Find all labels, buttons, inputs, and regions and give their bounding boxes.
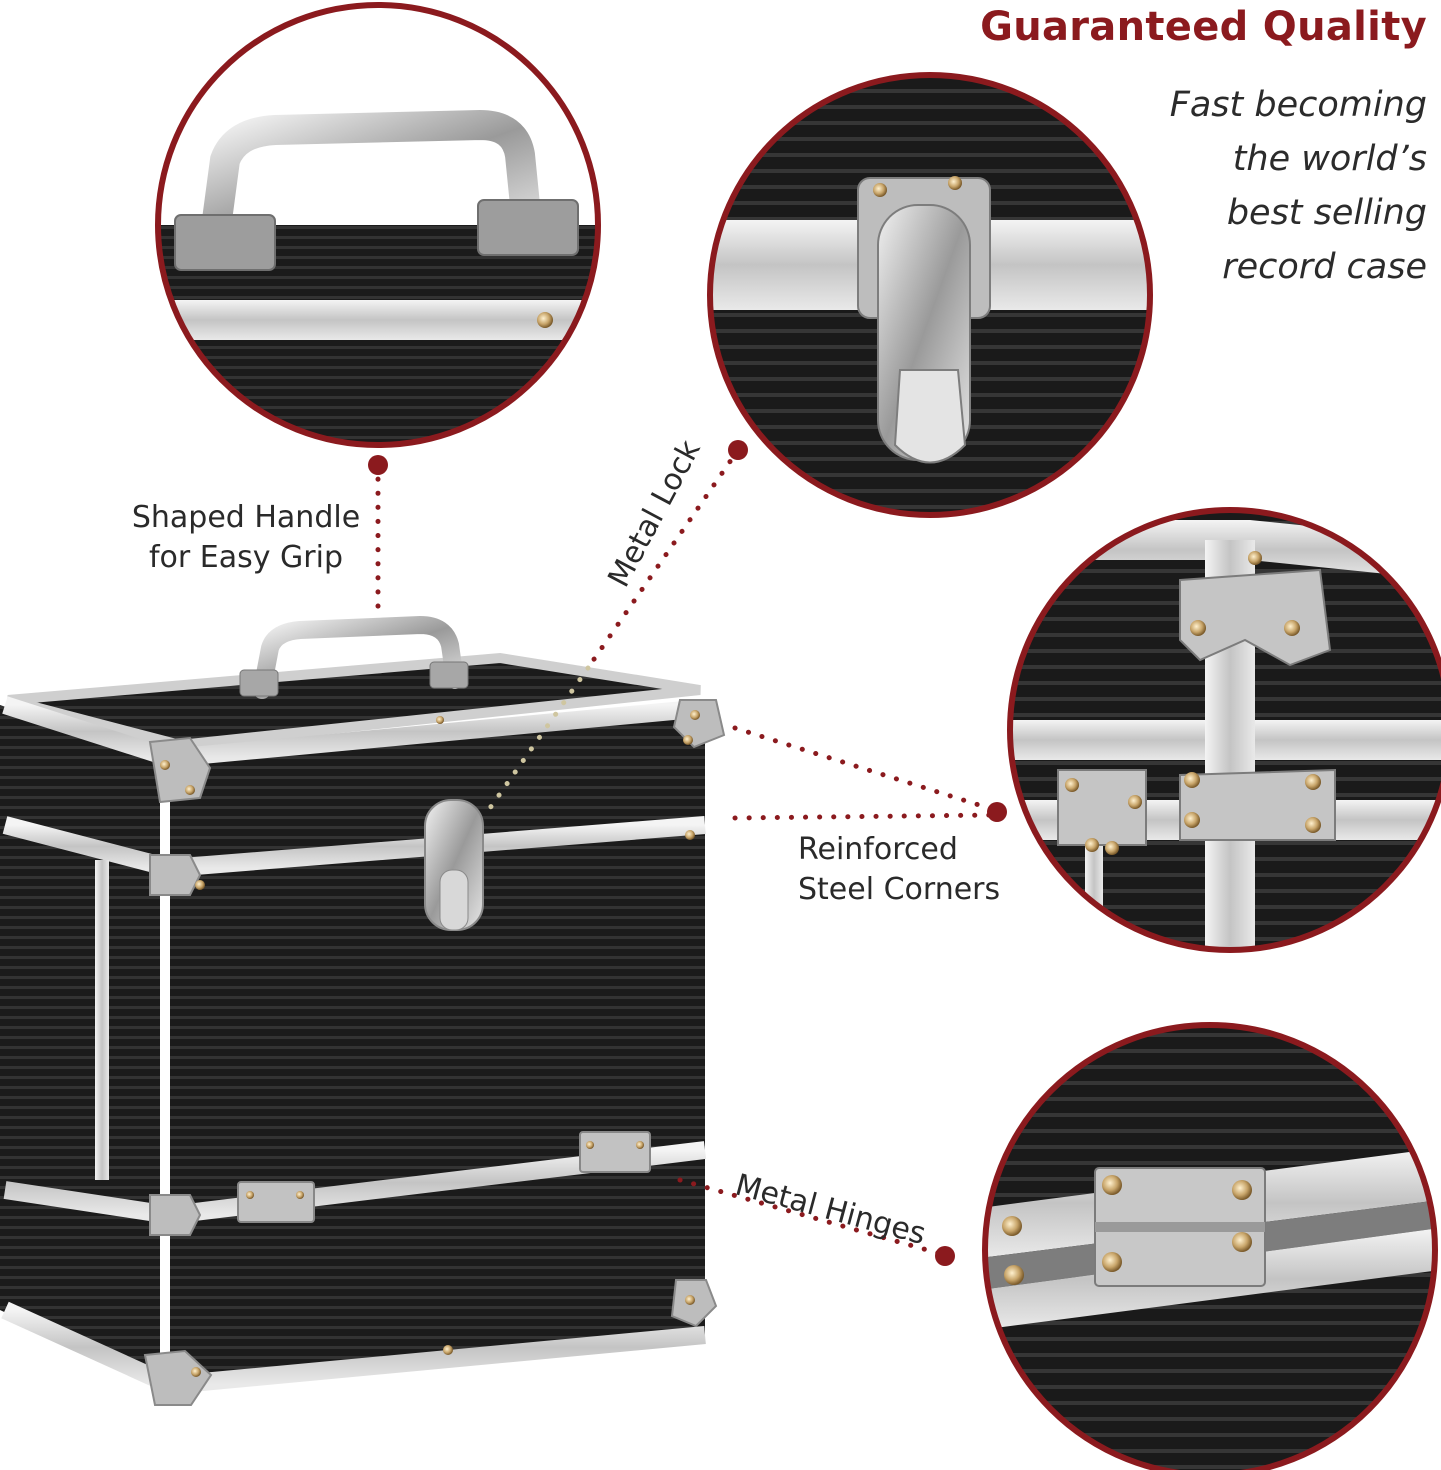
lock-connector-over-case bbox=[487, 665, 591, 811]
lock-icon bbox=[424, 799, 484, 931]
handle-callout-line: Shaped Handle bbox=[131, 500, 361, 535]
steel-corners bbox=[143, 699, 726, 1406]
rivets bbox=[160, 710, 700, 1377]
side-rail bbox=[95, 860, 109, 1180]
lock-detail-circle bbox=[707, 72, 1153, 518]
tagline-line: Fast becoming bbox=[1169, 85, 1427, 125]
corners-callout-line: Steel Corners bbox=[798, 872, 1001, 907]
corners-callout-label: Reinforced Steel Corners bbox=[798, 830, 1000, 910]
corner-detail-circle bbox=[1007, 507, 1441, 953]
lock-connector bbox=[587, 447, 741, 668]
connector-dots bbox=[368, 440, 1007, 1266]
record-case bbox=[0, 615, 726, 1406]
corner-connector-top bbox=[732, 725, 998, 813]
hinge-detail-circle bbox=[982, 1022, 1438, 1470]
handle-detail-circle bbox=[155, 2, 601, 448]
case-top bbox=[6, 652, 701, 751]
case-left-side bbox=[0, 705, 160, 1385]
tagline-line: best selling bbox=[1226, 193, 1427, 233]
headline: Guaranteed Quality bbox=[980, 4, 1427, 50]
handle-callout-label: Shaped Handle for Easy Grip bbox=[126, 498, 366, 578]
corner-connector-bottom bbox=[732, 812, 998, 821]
callout-connectors bbox=[375, 447, 998, 1258]
tagline-line: record case bbox=[1222, 247, 1427, 287]
handle-icon bbox=[239, 615, 469, 699]
tagline: Fast becoming the world’s best selling r… bbox=[1097, 78, 1427, 294]
tagline-line: the world’s bbox=[1232, 139, 1427, 179]
handle-callout-line: for Easy Grip bbox=[148, 540, 343, 575]
hinge-icon bbox=[237, 1131, 651, 1223]
corners-callout-line: Reinforced bbox=[798, 832, 958, 867]
